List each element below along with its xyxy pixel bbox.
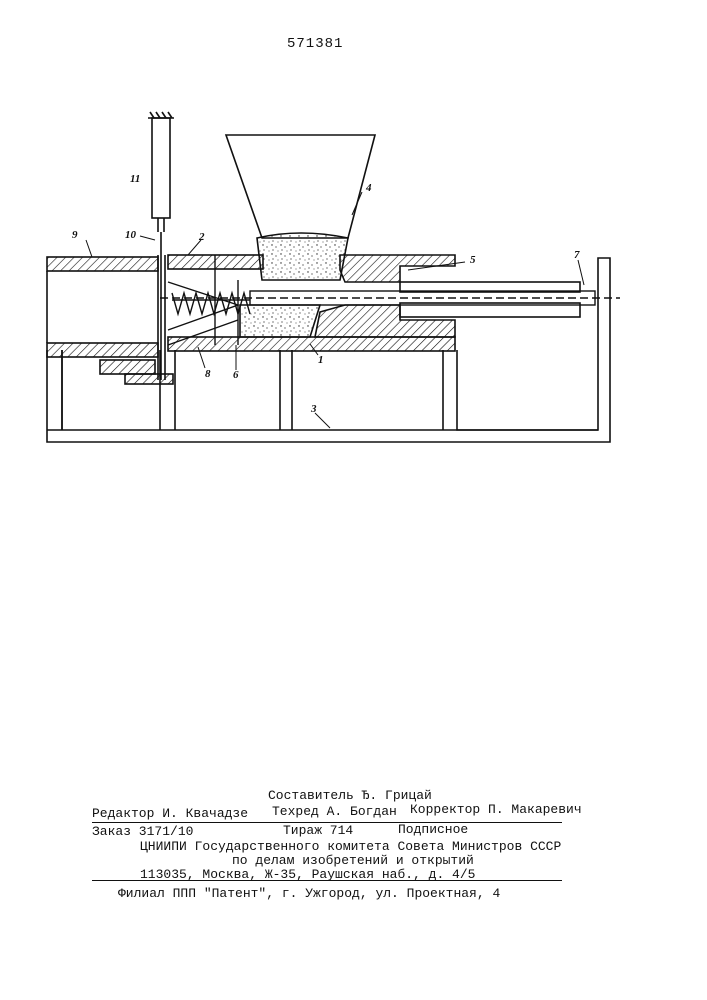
label-6: 6 [233,369,239,381]
editor: Редактор И. Квачадзе [92,806,248,821]
org-line-2: по делам изобретений и открытий [232,853,474,868]
org-line-1: ЦНИИПИ Государственного комитета Совета … [140,839,561,854]
subscription: Подписное [398,822,468,837]
label-3: 3 [310,403,317,415]
branch: Филиал ППП "Патент", г. Ужгород, ул. Про… [118,886,500,901]
order: Заказ 3171/10 [92,824,193,839]
compiler: Составитель Ђ. Грицай [268,788,432,803]
label-8: 8 [205,368,211,380]
rule-2 [92,880,562,881]
label-5: 5 [470,254,476,266]
label-4: 4 [365,182,372,194]
circulation: Тираж 714 [283,823,353,838]
label-7: 7 [574,249,580,261]
patent-number: 571381 [287,36,343,52]
label-11: 11 [130,173,140,185]
label-1: 1 [318,354,324,366]
label-9: 9 [72,229,78,241]
techred: Техред А. Богдан [272,804,397,819]
label-2: 2 [198,231,205,243]
corrector: Корректор П. Макаревич [410,802,582,817]
label-10: 10 [125,229,137,241]
